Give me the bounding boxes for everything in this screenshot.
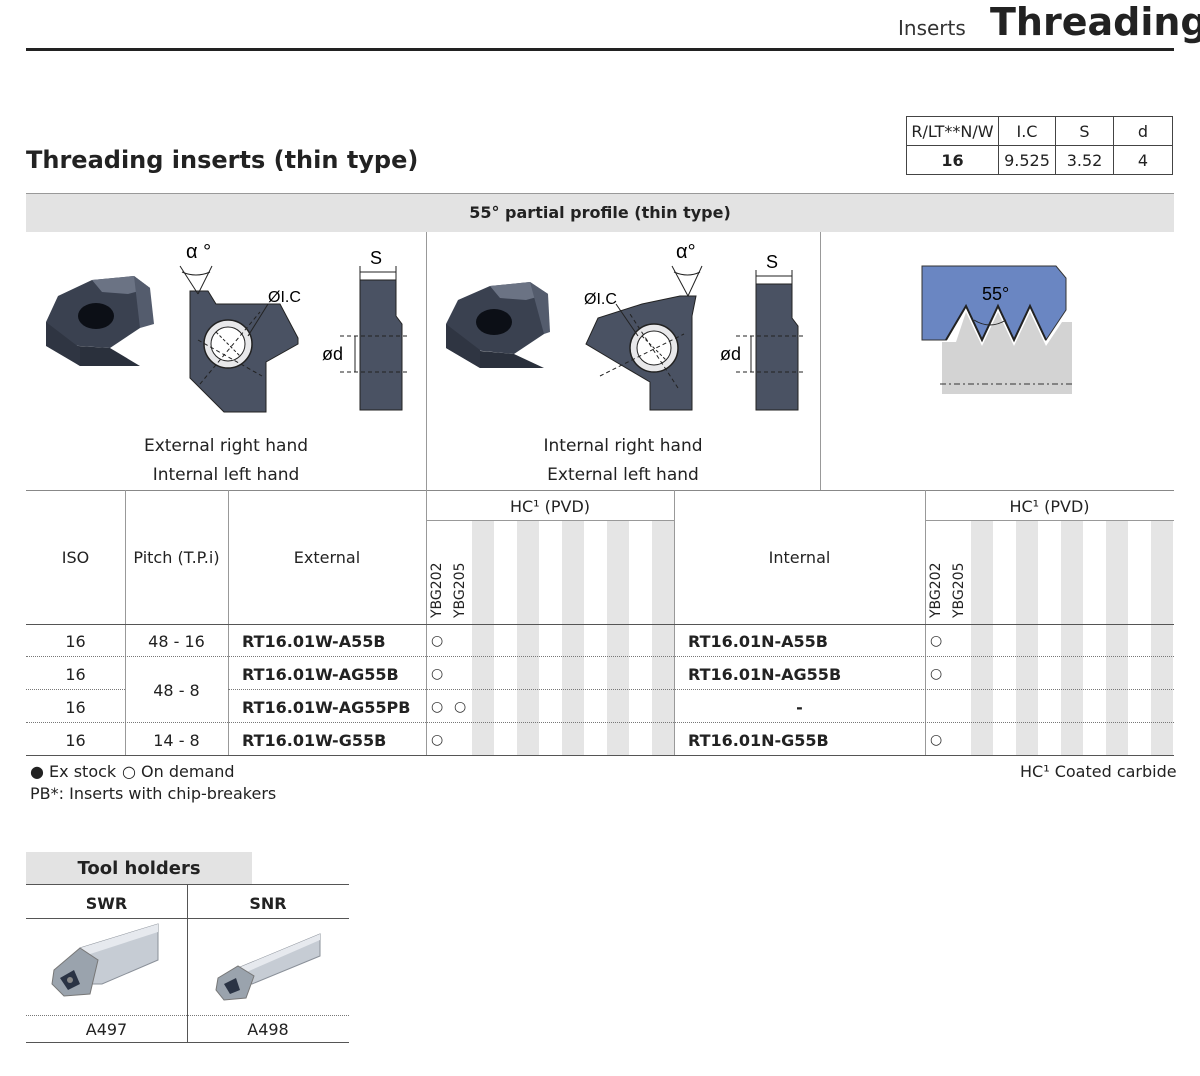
tool-holders-title: Tool holders	[77, 858, 201, 879]
header-rule	[26, 48, 1174, 51]
section-band	[26, 193, 1174, 232]
insert-side-view-icon: S ød	[322, 248, 410, 411]
dims-value-d: 4	[1113, 145, 1173, 175]
grade-ybg205-left: YBG205	[452, 562, 468, 618]
table-row-2-3-pitch: 48 - 8	[153, 681, 200, 700]
header-section: Inserts	[898, 16, 966, 40]
caption-external-right: External right hand	[143, 436, 309, 456]
grade-ybg202-right: YBG202	[928, 562, 944, 618]
table-row-4-internal: RT16.01N-G55B	[688, 731, 829, 750]
figure-divider-1	[426, 232, 427, 490]
alpha-label: α°	[676, 241, 696, 263]
table-row-1-external: RT16.01W-A55B	[242, 632, 386, 651]
insert-top-view-icon: α° ØI.C	[584, 241, 703, 411]
table-row-4-pitch: 14 - 8	[153, 731, 200, 750]
legend-ex-stock: ● Ex stock	[30, 762, 117, 781]
col-header-hc-left: HC¹ (PVD)	[509, 497, 591, 516]
header-title: Threading	[990, 0, 1200, 44]
tool-holder-swr-page: A497	[85, 1020, 128, 1039]
table-row-1-internal: RT16.01N-A55B	[688, 632, 828, 651]
grade-ybg202-left: YBG202	[429, 562, 445, 618]
insert-3d-icon	[46, 276, 154, 366]
col-header-external: External	[293, 548, 361, 567]
table-row-1-iso: 16	[65, 632, 86, 651]
table-top-rule	[26, 490, 1174, 491]
tool-holder-snr-icon	[215, 933, 321, 1001]
table-row-4-external: RT16.01W-G55B	[242, 731, 387, 750]
insert-external-drawing: α ° ØI.C S ød	[46, 241, 410, 413]
legend-coated-carbide: HC¹ Coated carbide	[1020, 762, 1177, 781]
caption-external-left: External left hand	[547, 465, 699, 485]
d-label: ød	[322, 344, 343, 364]
table-row-3-iso: 16	[65, 698, 86, 717]
table-row-4-int-mark-1: ○	[930, 732, 943, 748]
table-row-4-ext-mark-1: ○	[431, 732, 444, 748]
tool-holder-swr-name: SWR	[85, 894, 128, 913]
ic-label: ØI.C	[584, 291, 617, 308]
section-band-title: 55° partial profile (thin type)	[469, 203, 731, 222]
tool-holder-snr-page: A498	[247, 1020, 289, 1039]
table-row-2-int-mark-1: ○	[930, 666, 943, 682]
figure-divider-2	[820, 232, 821, 490]
col-header-iso: ISO	[61, 548, 90, 567]
table-row-3-external: RT16.01W-AG55PB	[242, 698, 411, 717]
insert-3d-icon	[446, 282, 550, 368]
col-header-hc-right: HC¹ (PVD)	[1009, 497, 1090, 516]
table-row-2-iso: 16	[65, 665, 86, 684]
caption-internal-left: Internal left hand	[152, 465, 300, 485]
grade-ybg205-right: YBG205	[951, 562, 967, 618]
legend-on-demand: ○ On demand	[122, 762, 235, 781]
table-row-2-internal: RT16.01N-AG55B	[688, 665, 842, 684]
table-row-1-ext-mark-1: ○	[431, 633, 444, 649]
angle-label: 55°	[982, 284, 1009, 304]
dims-header-ic: I.C	[998, 116, 1056, 146]
table-row-2-ext-mark-1: ○	[431, 666, 444, 682]
s-label: S	[370, 248, 382, 268]
dims-value-ic: 9.525	[998, 145, 1056, 175]
dimensions-table: R/LT**N/W I.C S d 16 9.525 3.52 4	[906, 116, 1173, 175]
dims-header-d: d	[1113, 116, 1173, 146]
caption-internal-right: Internal right hand	[543, 436, 703, 456]
insert-side-view-icon: S ød	[720, 252, 806, 411]
page-title: Threading inserts (thin type)	[26, 146, 419, 174]
table-row-3-ext-mark-1: ○	[431, 699, 444, 715]
col-header-internal: Internal	[768, 548, 831, 567]
table-row-1-pitch: 48 - 16	[148, 632, 205, 651]
dims-value-s: 3.52	[1055, 145, 1114, 175]
tool-holder-swr-icon	[51, 923, 159, 997]
table-row-1-int-mark-1: ○	[930, 633, 943, 649]
ic-label: ØI.C	[268, 289, 301, 306]
table-row-4-iso: 16	[65, 731, 86, 750]
s-label: S	[766, 252, 778, 272]
alpha-label: α °	[186, 241, 211, 263]
legend-chip-breakers: PB*: Inserts with chip-breakers	[30, 784, 277, 803]
dims-value-code: 16	[906, 145, 999, 175]
tool-holders-band	[26, 852, 252, 884]
insert-internal-drawing: α° ØI.C S ød	[446, 241, 806, 411]
dims-header-s: S	[1055, 116, 1114, 146]
dims-header-code: R/LT**N/W	[906, 116, 999, 146]
table-row-3-ext-mark-2: ○	[454, 699, 467, 715]
col-header-pitch: Pitch (T.P.i)	[133, 548, 220, 567]
insert-top-view-icon: α ° ØI.C	[179, 241, 301, 413]
thread-profile-drawing: 55°	[921, 265, 1072, 394]
table-row-2-external: RT16.01W-AG55B	[242, 665, 399, 684]
tool-holder-snr-name: SNR	[249, 894, 287, 913]
d-label: ød	[720, 344, 741, 364]
table-row-3-internal: -	[796, 698, 803, 717]
